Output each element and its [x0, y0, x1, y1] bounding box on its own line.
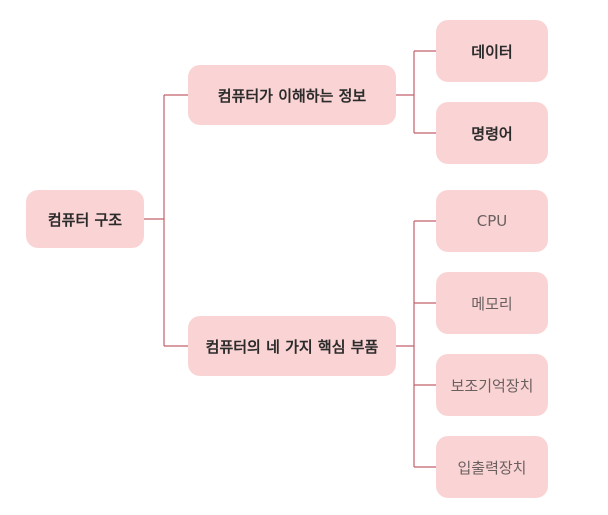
node-leaf-cpu: CPU	[436, 190, 548, 252]
node-leaf-data: 데이터	[436, 20, 548, 82]
node-branch-information: 컴퓨터가 이해하는 정보	[188, 65, 396, 125]
node-leaf-instruction: 명령어	[436, 102, 548, 164]
node-leaf-memory: 메모리	[436, 272, 548, 334]
node-root: 컴퓨터 구조	[26, 190, 144, 248]
node-branch-components: 컴퓨터의 네 가지 핵심 부품	[188, 316, 396, 376]
node-leaf-io-device: 입출력장치	[436, 436, 548, 498]
node-leaf-secondary-storage: 보조기억장치	[436, 354, 548, 416]
